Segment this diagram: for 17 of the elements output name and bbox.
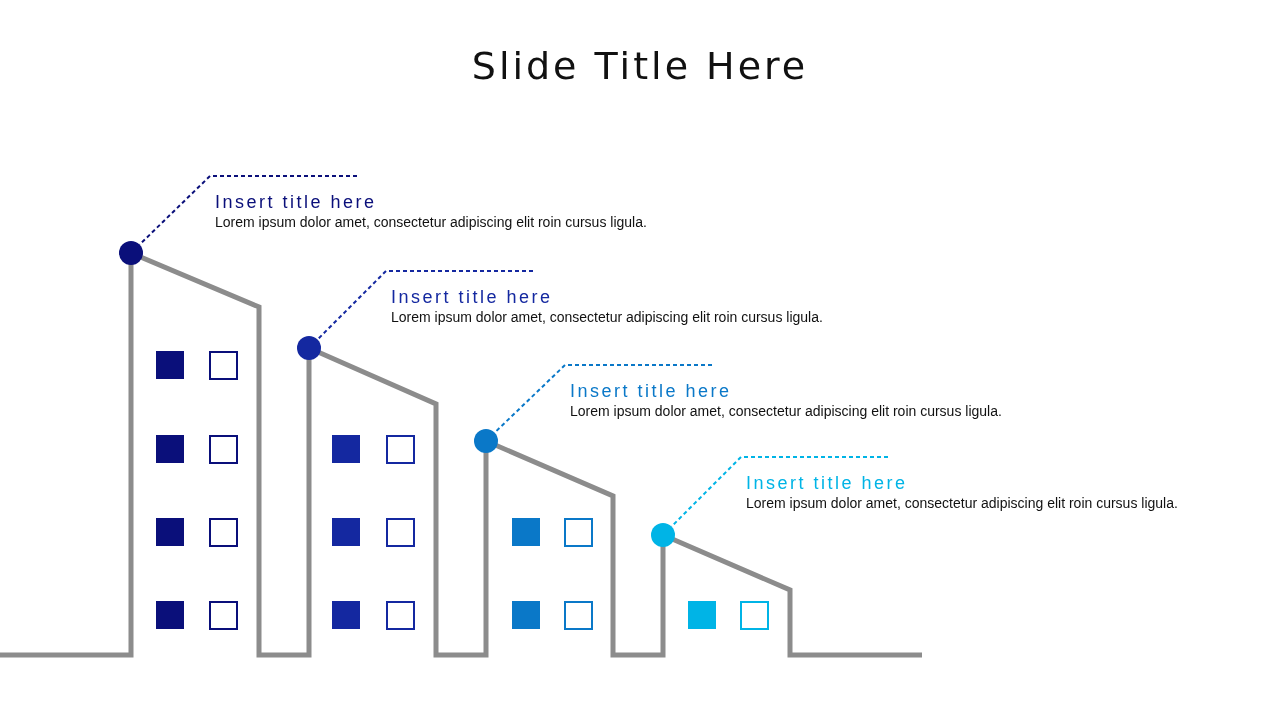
leader-line <box>138 175 358 246</box>
marker-dot <box>474 429 498 453</box>
marker-dot <box>651 523 675 547</box>
callout-text: Lorem ipsum dolor amet, consectetur adipiscing elit roin cursus ligula. <box>746 494 1179 512</box>
leader-line <box>670 456 889 528</box>
leader-line <box>493 364 713 434</box>
callout-title: Insert title here <box>215 191 378 213</box>
marker-dot <box>119 241 143 265</box>
callout-title: Insert title here <box>746 472 909 494</box>
callout-text: Lorem ipsum dolor amet, consectetur adipiscing elit roin cursus ligula. <box>391 308 824 326</box>
callout-text: Lorem ipsum dolor amet, consectetur adipiscing elit roin cursus ligula. <box>570 402 1003 420</box>
callout-title: Insert title here <box>391 286 554 308</box>
callout-text: Lorem ipsum dolor amet, consectetur adipiscing elit roin cursus ligula. <box>215 213 648 231</box>
marker-dot <box>297 336 321 360</box>
callout-title: Insert title here <box>570 380 733 402</box>
leader-line <box>316 270 534 341</box>
slide-title: Slide Title Here <box>470 44 810 88</box>
